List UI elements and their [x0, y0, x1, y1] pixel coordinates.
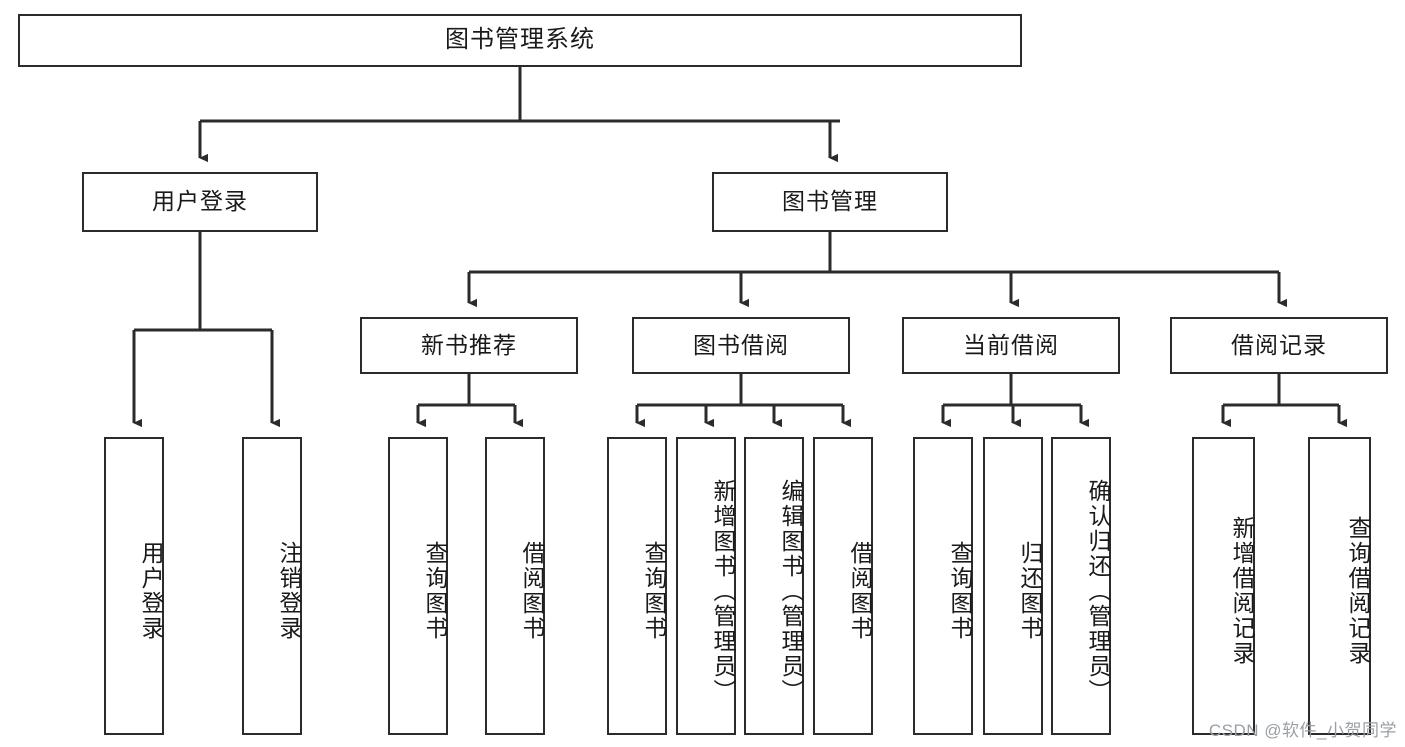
node-book-manage[interactable]: 图书管理 — [712, 172, 948, 232]
node-user-login[interactable]: 用户登录 — [82, 172, 318, 232]
node-root[interactable]: 图书管理系统 — [18, 14, 1022, 67]
node-leaf-return-book[interactable]: 归还图书 — [983, 437, 1043, 735]
node-borrow-record[interactable]: 借阅记录 — [1170, 317, 1388, 374]
node-leaf-confirm-return-label: 确认归还（管理员） — [1085, 478, 1111, 704]
node-leaf-query-borrow-record[interactable]: 查询借阅记录 — [1308, 437, 1371, 735]
node-leaf-borrow-book-2[interactable]: 借阅图书 — [813, 437, 873, 735]
node-leaf-query-book-3[interactable]: 查询图书 — [913, 437, 973, 735]
node-leaf-user-logout-label: 注销登录 — [276, 541, 302, 641]
node-leaf-query-book-1[interactable]: 查询图书 — [388, 437, 448, 735]
node-leaf-edit-book-label: 编辑图书（管理员） — [778, 478, 804, 704]
node-leaf-add-book[interactable]: 新增图书（管理员） — [676, 437, 736, 735]
node-leaf-user-login-label: 用户登录 — [138, 541, 164, 641]
node-leaf-query-borrow-record-label: 查询借阅记录 — [1345, 516, 1371, 666]
node-current-borrow-label: 当前借阅 — [963, 331, 1059, 358]
node-root-label: 图书管理系统 — [445, 26, 595, 54]
node-leaf-return-book-label: 归还图书 — [1017, 541, 1043, 641]
node-leaf-add-borrow-record[interactable]: 新增借阅记录 — [1192, 437, 1255, 735]
node-leaf-query-book-2[interactable]: 查询图书 — [607, 437, 667, 735]
node-book-borrow-label: 图书借阅 — [693, 331, 789, 358]
node-new-book-recommend[interactable]: 新书推荐 — [360, 317, 578, 374]
node-leaf-borrow-book-2-label: 借阅图书 — [847, 541, 873, 641]
node-leaf-query-book-1-label: 查询图书 — [422, 541, 448, 641]
node-leaf-add-book-label: 新增图书（管理员） — [710, 478, 736, 704]
node-leaf-borrow-book-1[interactable]: 借阅图书 — [485, 437, 545, 735]
node-new-book-recommend-label: 新书推荐 — [421, 331, 517, 358]
node-leaf-confirm-return[interactable]: 确认归还（管理员） — [1051, 437, 1111, 735]
node-borrow-record-label: 借阅记录 — [1231, 331, 1327, 358]
node-current-borrow[interactable]: 当前借阅 — [902, 317, 1120, 374]
node-leaf-user-logout[interactable]: 注销登录 — [242, 437, 302, 735]
node-leaf-add-borrow-record-label: 新增借阅记录 — [1229, 516, 1255, 666]
node-user-login-label: 用户登录 — [152, 188, 248, 215]
node-leaf-edit-book[interactable]: 编辑图书（管理员） — [744, 437, 804, 735]
node-book-manage-label: 图书管理 — [782, 188, 878, 215]
watermark: CSDN @软件_小贺同学 — [1208, 721, 1397, 740]
node-book-borrow[interactable]: 图书借阅 — [632, 317, 850, 374]
node-leaf-query-book-2-label: 查询图书 — [641, 541, 667, 641]
node-leaf-borrow-book-1-label: 借阅图书 — [519, 541, 545, 641]
node-leaf-user-login[interactable]: 用户登录 — [104, 437, 164, 735]
node-leaf-query-book-3-label: 查询图书 — [947, 541, 973, 641]
